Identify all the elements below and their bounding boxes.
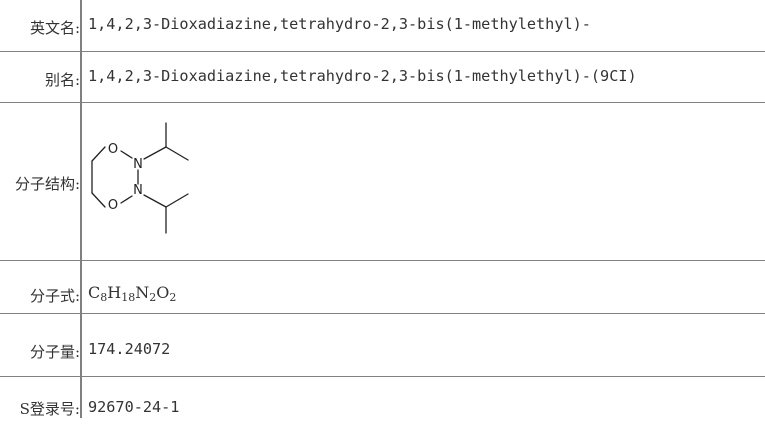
molecular-structure-image: O N N O bbox=[91, 122, 189, 234]
cas-number-label: S登录号: bbox=[19, 400, 80, 418]
row-alias: 别名: 1,4,2,3-Dioxadiazine,tetrahydro-2,3-… bbox=[0, 52, 765, 103]
atom-label: O bbox=[108, 142, 118, 157]
column-divider bbox=[80, 0, 82, 418]
cas-number-value: 92670-24-1 bbox=[88, 398, 180, 416]
alias-label: 别名: bbox=[44, 71, 80, 89]
formula-subscript: 8 bbox=[100, 291, 108, 304]
row-structure: 分子结构: O N N O bbox=[0, 103, 765, 261]
formula-element: N bbox=[135, 283, 150, 302]
compound-info-table: 英文名: 1,4,2,3-Dioxadiazine,tetrahydro-2,3… bbox=[0, 0, 765, 418]
formula-subscript: 2 bbox=[149, 291, 157, 304]
formula-subscript: 18 bbox=[121, 291, 136, 304]
formula-value: C8H18N2O2 bbox=[88, 283, 177, 304]
atom-label: N bbox=[133, 183, 143, 198]
alias-value: 1,4,2,3-Dioxadiazine,tetrahydro-2,3-bis(… bbox=[88, 67, 637, 85]
atom-label: O bbox=[108, 198, 118, 213]
molecular-weight-value: 174.24072 bbox=[88, 340, 171, 358]
formula-element: C bbox=[88, 283, 101, 302]
formula-element: H bbox=[107, 283, 122, 302]
row-formula: 分子式: C8H18N2O2 bbox=[0, 261, 765, 314]
structure-label: 分子结构: bbox=[14, 175, 80, 193]
row-molecular-weight: 分子量: 174.24072 bbox=[0, 314, 765, 377]
formula-subscript: 2 bbox=[169, 291, 177, 304]
atom-label: N bbox=[133, 157, 143, 172]
english-name-label: 英文名: bbox=[29, 19, 80, 37]
english-name-value: 1,4,2,3-Dioxadiazine,tetrahydro-2,3-bis(… bbox=[88, 15, 591, 33]
molecular-weight-label: 分子量: bbox=[29, 343, 80, 361]
row-english-name: 英文名: 1,4,2,3-Dioxadiazine,tetrahydro-2,3… bbox=[0, 0, 765, 52]
row-cas-number: S登录号: 92670-24-1 bbox=[0, 377, 765, 437]
formula-label: 分子式: bbox=[29, 287, 80, 305]
formula-element: O bbox=[156, 283, 170, 302]
